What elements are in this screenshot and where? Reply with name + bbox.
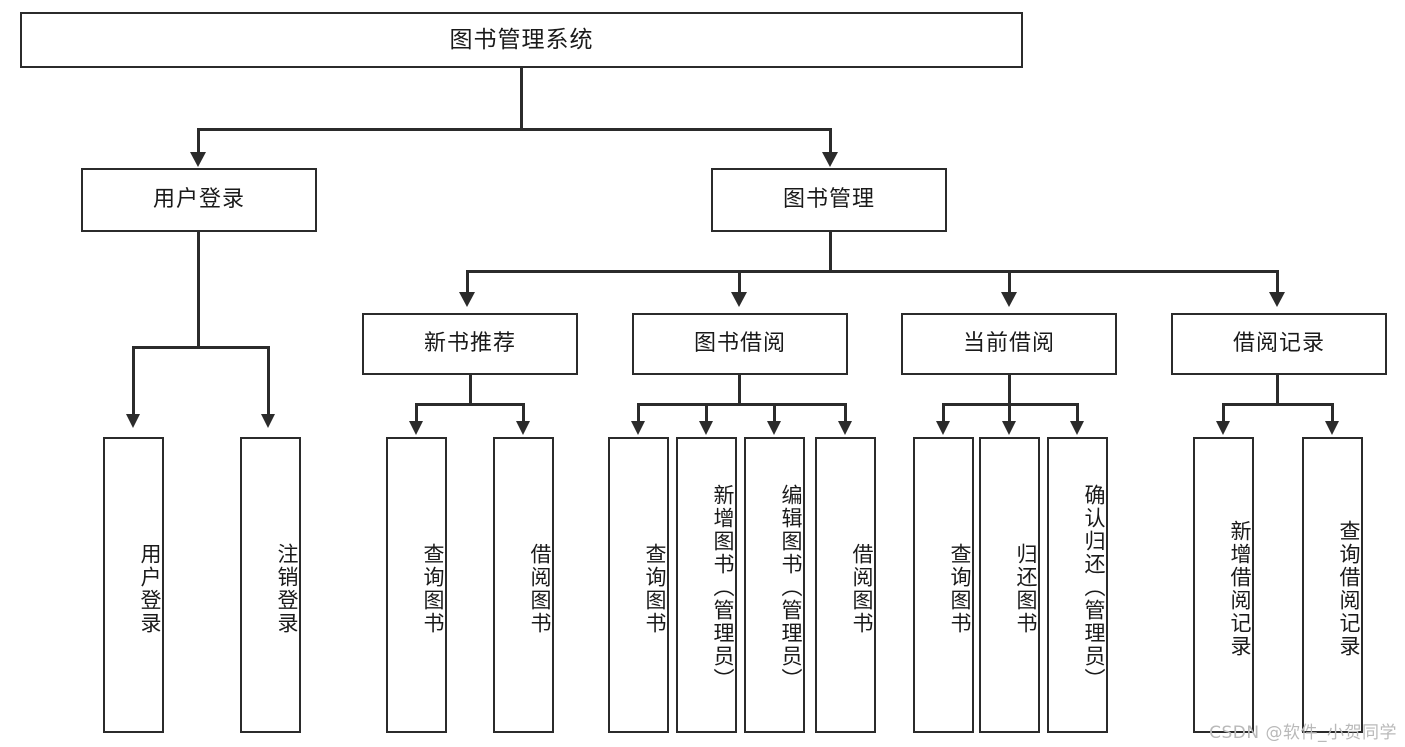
node-book-borrow[interactable]: 图书借阅 (632, 313, 848, 375)
arrow-to-leaf-edit-book (767, 421, 781, 435)
node-label: 查询图书 (948, 543, 972, 635)
arrow-to-leaf-add-record (1216, 421, 1230, 435)
leaf-cb-query-book[interactable]: 查询图书 (913, 437, 974, 733)
arrow-to-leaf-query-record (1325, 421, 1339, 435)
connector-user-login-bus (132, 346, 270, 349)
leaf-bb-query-book[interactable]: 查询图书 (608, 437, 669, 733)
node-label: 确认归还（管理员） (1082, 483, 1106, 691)
node-current-borrow[interactable]: 当前借阅 (901, 313, 1117, 375)
connector-user-login-right (267, 346, 270, 416)
node-label: 新增图书（管理员） (711, 483, 735, 691)
node-root-book-management-system[interactable]: 图书管理系统 (20, 12, 1023, 68)
node-label: 注销登录 (275, 543, 299, 635)
node-label: 归还图书 (1014, 543, 1038, 635)
arrow-to-leaf-logout (261, 414, 275, 428)
connector-bb-c1 (637, 403, 640, 423)
arrow-to-leaf-query-book-bb (631, 421, 645, 435)
arrow-to-borrow-record (1269, 292, 1285, 307)
connector-cb-c1 (942, 403, 945, 423)
arrow-to-book-borrow (731, 292, 747, 307)
leaf-cb-confirm-return[interactable]: 确认归还（管理员） (1047, 437, 1108, 733)
connector-br-bus (1222, 403, 1334, 406)
connector-cb-c3 (1076, 403, 1079, 423)
arrow-to-leaf-borrow-book-nbr (516, 421, 530, 435)
connector-bb-c2 (705, 403, 708, 423)
connector-bb-c3 (773, 403, 776, 423)
leaf-nbr-query-book[interactable]: 查询图书 (386, 437, 447, 733)
node-label: 查询图书 (643, 543, 667, 635)
leaf-user-login[interactable]: 用户登录 (103, 437, 164, 733)
node-label: 查询借阅记录 (1337, 520, 1361, 658)
leaf-cb-return-book[interactable]: 归还图书 (979, 437, 1040, 733)
connector-root-to-book-management (829, 128, 832, 154)
connector-bm-to-book-borrow (738, 270, 741, 294)
arrow-to-leaf-user-login (126, 414, 140, 428)
arrow-to-book-management (822, 152, 838, 167)
node-label: 编辑图书（管理员） (779, 483, 803, 691)
node-label: 用户登录 (138, 543, 162, 635)
connector-bm-to-borrow-record (1276, 270, 1279, 294)
node-book-management[interactable]: 图书管理 (711, 168, 947, 232)
connector-book-management-stem (829, 232, 832, 272)
connector-bm-to-new-book (466, 270, 469, 294)
node-label: 图书借阅 (693, 331, 786, 356)
node-label: 查询图书 (421, 543, 445, 635)
arrow-to-leaf-add-book (699, 421, 713, 435)
node-new-book-recommend[interactable]: 新书推荐 (362, 313, 578, 375)
connector-bm-to-current-borrow (1008, 270, 1011, 294)
node-label: 借阅图书 (850, 543, 874, 635)
node-label: 借阅记录 (1232, 331, 1325, 356)
node-label: 图书管理 (782, 187, 875, 212)
connector-user-login-stem (197, 232, 200, 348)
leaf-bb-add-book[interactable]: 新增图书（管理员） (676, 437, 737, 733)
connector-user-login-left (132, 346, 135, 416)
leaf-nbr-borrow-book[interactable]: 借阅图书 (493, 437, 554, 733)
arrow-to-leaf-query-book-cb (936, 421, 950, 435)
connector-root-stem (520, 68, 523, 128)
connector-cb-c2 (1008, 403, 1011, 423)
connector-nbr-right (522, 403, 525, 423)
arrow-to-leaf-confirm-return (1070, 421, 1084, 435)
connector-root-to-user-login (197, 128, 200, 154)
node-label: 新书推荐 (423, 331, 516, 356)
leaf-logout[interactable]: 注销登录 (240, 437, 301, 733)
leaf-bb-borrow-book[interactable]: 借阅图书 (815, 437, 876, 733)
leaf-br-add-record[interactable]: 新增借阅记录 (1193, 437, 1254, 733)
connector-bb-stem (738, 375, 741, 405)
arrow-to-leaf-query-book-nbr (409, 421, 423, 435)
arrow-to-leaf-borrow-book-bb (838, 421, 852, 435)
node-label: 用户登录 (152, 187, 245, 212)
node-borrow-record[interactable]: 借阅记录 (1171, 313, 1387, 375)
arrow-to-leaf-return-book (1002, 421, 1016, 435)
connector-nbr-bus (415, 403, 525, 406)
connector-br-left (1222, 403, 1225, 423)
connector-book-management-bus (466, 270, 1279, 273)
node-label: 图书管理系统 (449, 26, 594, 53)
connector-nbr-left (415, 403, 418, 423)
connector-bb-c4 (844, 403, 847, 423)
arrow-to-current-borrow (1001, 292, 1017, 307)
arrow-to-new-book-recommend (459, 292, 475, 307)
node-user-login[interactable]: 用户登录 (81, 168, 317, 232)
leaf-br-query-record[interactable]: 查询借阅记录 (1302, 437, 1363, 733)
node-label: 当前借阅 (962, 331, 1055, 356)
arrow-to-user-login (190, 152, 206, 167)
connector-bb-bus (637, 403, 847, 406)
connector-br-stem (1276, 375, 1279, 405)
leaf-bb-edit-book[interactable]: 编辑图书（管理员） (744, 437, 805, 733)
connector-nbr-stem (469, 375, 472, 405)
connector-cb-stem (1008, 375, 1011, 405)
node-label: 借阅图书 (528, 543, 552, 635)
node-label: 新增借阅记录 (1228, 520, 1252, 658)
connector-root-bus (197, 128, 832, 131)
connector-br-right (1331, 403, 1334, 423)
